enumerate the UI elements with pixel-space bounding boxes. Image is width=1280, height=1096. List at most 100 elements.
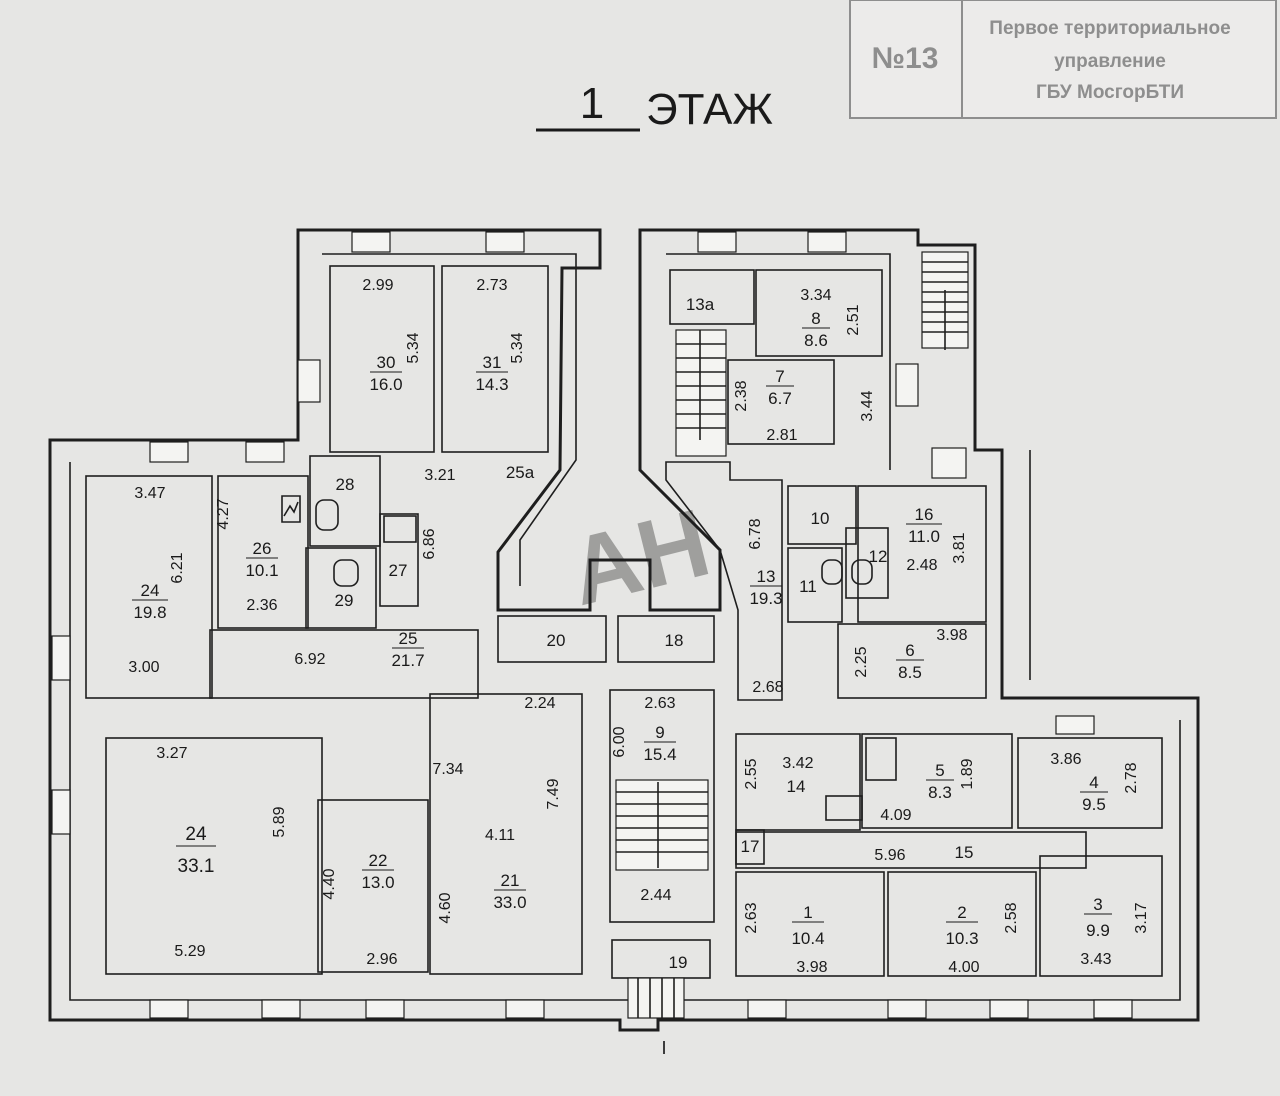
label-dims-39-text: 4.09 — [880, 807, 911, 824]
toilet-28-icon — [315, 499, 339, 531]
room-17-outline — [735, 829, 765, 865]
label-dims-0-text: 2.99 — [362, 277, 393, 294]
label-rooms-13-area: 33.0 — [493, 893, 526, 912]
floor-word: ЭТАЖ — [646, 85, 773, 134]
label-dims-2-text: 5.34 — [405, 332, 422, 363]
label-rooms-2-no: 8 — [811, 309, 820, 328]
room-4: 49.5 — [1080, 773, 1108, 814]
label-dims-41-text: 2.78 — [1123, 762, 1140, 793]
stair-9 — [615, 779, 709, 871]
room-21: 21 33.0 — [493, 871, 526, 912]
label-rooms-12-area: 13.0 — [361, 873, 394, 892]
room-13a-outline — [669, 269, 755, 325]
room-12-outline — [845, 527, 889, 599]
label-dims-22-text: 2.68 — [752, 679, 783, 696]
label-28: 28 — [336, 475, 355, 494]
toilet-29-icon — [333, 559, 359, 587]
label-rooms-15-no: 4 — [1089, 773, 1098, 792]
room-18-outline — [617, 615, 715, 663]
stamp-line-2: управление — [1054, 51, 1166, 72]
toilet-12-icon — [851, 559, 873, 585]
bti-stamp: №13 Первое территориальное управление ГБ… — [849, 0, 1277, 119]
label-dims-37-text: 3.42 — [782, 755, 813, 772]
room-19-outline — [611, 939, 711, 979]
room-9: 915.4 — [643, 723, 676, 764]
windows — [51, 231, 1133, 1019]
label-rooms-16-no: 1 — [803, 903, 812, 922]
label-rooms-9-no: 6 — [905, 641, 914, 660]
label-13a: 13a — [686, 295, 715, 314]
room-29-outline — [305, 547, 377, 629]
label-dims-48-text: 3.43 — [1080, 951, 1111, 968]
toilet-11-icon — [821, 559, 843, 585]
room-21-outline — [429, 693, 583, 975]
label-rooms-18-no: 3 — [1093, 895, 1102, 914]
label-dims-8-text: 3.44 — [859, 390, 876, 421]
label-dims-10-text: 6.21 — [169, 552, 186, 583]
room-26-outline — [217, 475, 309, 629]
label-rooms-10-area: 15.4 — [643, 745, 676, 764]
room-31-outline — [441, 265, 549, 453]
stairs — [615, 251, 969, 1019]
small-room-labels: 13a 28 25a 27 29 20 18 10 11 12 14 17 15… — [335, 295, 974, 972]
label-dims-1-text: 2.73 — [476, 277, 507, 294]
label-rooms-1-no: 31 — [483, 353, 502, 372]
building-walls — [48, 228, 1200, 1032]
room-5: 58.3 — [926, 761, 954, 802]
label-dims-9-text: 3.47 — [134, 485, 165, 502]
label-dims-4-text: 3.34 — [800, 287, 831, 304]
label-20: 20 — [547, 631, 566, 650]
stair-13a — [675, 329, 727, 457]
room-27-outline — [379, 513, 419, 607]
label-dims-29-text: 4.11 — [485, 827, 515, 844]
floor-title: 1 ЭТАЖ — [536, 79, 773, 134]
label-dims-28-text: 7.49 — [545, 778, 562, 809]
label-rooms-6-no: 25 — [399, 629, 418, 648]
room-2-outline — [887, 871, 1037, 977]
room-15-outline — [735, 831, 1087, 869]
label-dims-6-text: 2.38 — [733, 380, 750, 411]
label-dims-14-text: 3.21 — [424, 467, 455, 484]
label-rooms-8-no: 13 — [757, 567, 776, 586]
floor-number: 1 — [580, 79, 604, 128]
room-11-outline — [787, 547, 843, 623]
label-rooms-15-area: 9.5 — [1082, 795, 1106, 814]
label-dims-20-text: 3.98 — [936, 627, 967, 644]
watermark: АН — [559, 489, 719, 626]
label-dims-40-text: 3.86 — [1050, 751, 1081, 768]
room-2: 210.3 — [945, 903, 978, 948]
label-rooms-13-no: 21 — [501, 871, 520, 890]
stamp-number: №13 — [872, 42, 939, 75]
label-dims-45-text: 2.58 — [1003, 902, 1020, 933]
label-rooms-6-area: 21.7 — [391, 651, 424, 670]
label-dims-33-text: 5.29 — [174, 943, 205, 960]
label-dims-43-text: 2.63 — [743, 902, 760, 933]
label-dims-13-text: 2.36 — [246, 597, 277, 614]
room-28-outline — [309, 455, 381, 547]
rooms — [85, 265, 1163, 979]
label-rooms-4-area: 19.8 — [133, 603, 166, 622]
label-14: 14 — [787, 777, 806, 796]
stamp-line-3: ГБУ МосгорБТИ — [1036, 82, 1184, 103]
label-rooms-3-no: 7 — [775, 367, 784, 386]
sink-5-icon — [865, 737, 897, 781]
label-dims-5-text: 2.51 — [845, 304, 862, 335]
room-8: 88.6 — [802, 309, 830, 350]
label-dims-32-text: 4.60 — [437, 892, 454, 923]
label-dims-12-text: 4.27 — [215, 498, 232, 529]
label-dims-17-text: 6.78 — [747, 518, 764, 549]
label-25a: 25a — [506, 463, 535, 482]
section-mark: I — [661, 1038, 666, 1058]
label-rooms-7-no: 16 — [915, 505, 934, 524]
label-15: 15 — [955, 843, 974, 862]
label-dims-3-text: 5.34 — [509, 332, 526, 363]
room-25-outline — [209, 629, 479, 699]
label-dims-19-text: 3.81 — [951, 532, 968, 563]
label-11: 11 — [799, 577, 817, 596]
label-rooms-1-area: 14.3 — [475, 375, 508, 394]
